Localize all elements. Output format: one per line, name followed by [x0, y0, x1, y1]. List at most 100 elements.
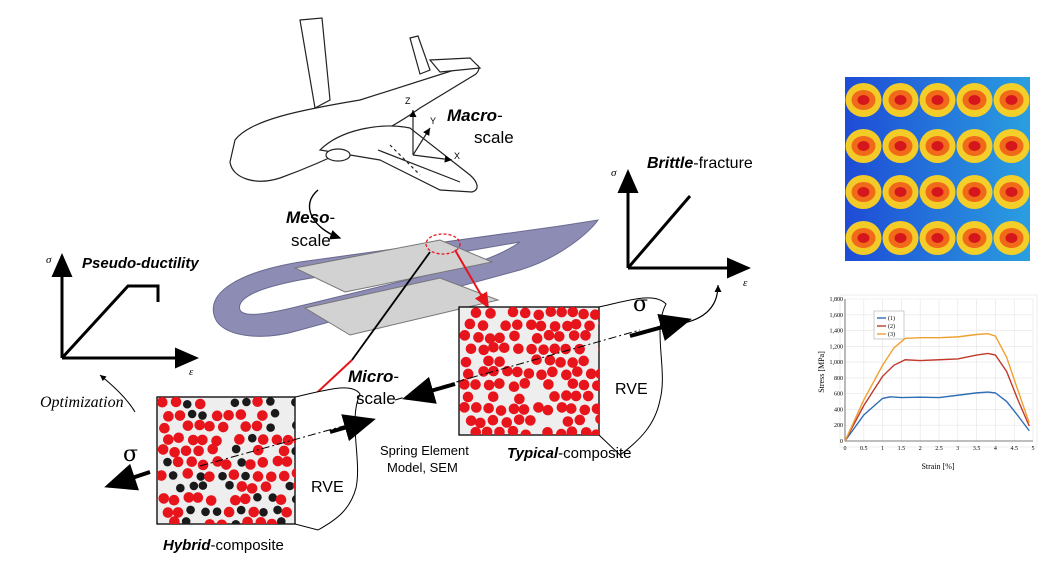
glass-fiber: [483, 355, 494, 367]
glass-fiber: [223, 506, 235, 518]
glass-fiber: [257, 457, 269, 468]
chart-ytick-label: 1,600: [830, 313, 844, 319]
glass-fiber: [194, 419, 205, 431]
glass-fiber: [582, 390, 594, 402]
glass-fiber: [459, 379, 470, 390]
glass-fiber: [266, 518, 278, 524]
glass-fiber: [513, 414, 525, 425]
glass-fiber: [240, 421, 252, 432]
chart-ytick-label: 600: [834, 392, 843, 398]
glass-fiber: [169, 446, 180, 458]
glass-fiber: [488, 342, 499, 353]
glass-fiber: [182, 420, 194, 431]
meso-scale-label: Meso-: [286, 208, 336, 227]
glass-fiber: [513, 343, 524, 355]
glass-fiber: [549, 321, 561, 332]
glass-fiber: [157, 444, 169, 455]
glass-fiber: [567, 378, 579, 389]
glass-fiber: [252, 397, 263, 407]
glass-fiber: [194, 398, 206, 410]
glass-fiber: [526, 343, 537, 355]
carbon-fiber: [242, 397, 251, 407]
glass-fiber: [565, 403, 577, 414]
glass-fiber: [509, 330, 520, 342]
glass-fiber: [598, 320, 599, 326]
glass-fiber: [197, 434, 208, 446]
glass-fiber: [561, 369, 572, 381]
glass-fiber: [487, 414, 499, 426]
glass-fiber: [465, 343, 477, 355]
glass-fiber: [545, 307, 557, 318]
glass-fiber: [465, 415, 477, 427]
chart-legend-label: (1): [888, 315, 895, 322]
carbon-fiber: [266, 423, 275, 432]
micro-scale-label: Micro-: [348, 367, 400, 386]
glass-fiber: [560, 343, 571, 355]
glass-fiber: [174, 410, 186, 421]
glass-fiber: [519, 378, 531, 389]
carbon-fiber: [176, 483, 185, 493]
glass-fiber: [211, 435, 222, 447]
glass-fiber: [483, 379, 495, 391]
glass-fiber: [168, 494, 180, 506]
chart-ylabel: Stress [MPa]: [817, 351, 826, 393]
glass-fiber: [494, 378, 505, 389]
glass-fiber: [157, 470, 167, 481]
carbon-fiber: [182, 399, 192, 409]
carbon-fiber: [168, 471, 178, 480]
glass-fiber: [236, 481, 248, 492]
glass-fiber: [585, 368, 597, 380]
glass-fiber: [169, 516, 180, 524]
sigma-left-label: σ: [123, 442, 139, 467]
macro-scale-line2: scale: [474, 128, 514, 147]
pseudo-ductility-title: Pseudo-ductility: [82, 255, 199, 272]
glass-fiber: [526, 319, 537, 331]
glass-fiber: [193, 445, 204, 457]
carbon-fiber: [273, 505, 282, 515]
zoom-region-circle: [425, 233, 461, 255]
glass-fiber: [561, 390, 572, 401]
glass-fiber: [553, 331, 565, 342]
glass-fiber: [205, 495, 217, 506]
load-arrow-typical-right: [629, 313, 692, 341]
glass-fiber: [260, 481, 272, 493]
glass-fiber: [484, 333, 496, 344]
glass-fiber: [494, 332, 505, 344]
glass-fiber: [590, 309, 599, 321]
glass-fiber: [459, 330, 471, 341]
chart-series-line-3: [844, 333, 1030, 442]
carbon-fiber: [198, 481, 208, 490]
glass-fiber: [495, 405, 507, 416]
glass-fiber: [163, 411, 174, 422]
glass-fiber: [494, 356, 505, 368]
chart-ytick-label: 1,800: [830, 297, 844, 303]
glass-fiber: [172, 456, 184, 468]
glass-fiber: [192, 492, 204, 503]
glass-fiber: [590, 429, 599, 435]
carbon-fiber: [270, 408, 280, 418]
glass-fiber: [459, 402, 470, 413]
glass-fiber: [579, 404, 591, 416]
chart-xlabel: Strain [%]: [921, 462, 954, 471]
glass-fiber: [251, 420, 263, 432]
glass-fiber: [187, 434, 199, 446]
glass-fiber: [578, 355, 589, 367]
zoom-line-typical: [454, 249, 490, 309]
glass-fiber: [242, 516, 253, 524]
chart-ytick-label: 1,000: [830, 360, 844, 366]
glass-fiber: [471, 402, 482, 413]
glass-fiber: [265, 471, 277, 483]
glass-fiber: [566, 426, 578, 435]
glass-fiber: [578, 379, 590, 391]
brittle-fracture-title: Brittle-fracture: [647, 155, 753, 172]
glass-fiber: [186, 456, 198, 468]
chart-xtick-label: 1: [881, 446, 884, 452]
glass-fiber: [578, 308, 589, 320]
load-arrow-hybrid-right: [329, 414, 376, 442]
glass-fiber: [535, 320, 547, 332]
carbon-fiber: [294, 414, 295, 419]
hybrid-rve-label: RVE: [311, 479, 344, 496]
glass-fiber: [462, 368, 474, 380]
glass-fiber: [162, 507, 174, 518]
chart-ytick-label: 400: [834, 407, 843, 413]
